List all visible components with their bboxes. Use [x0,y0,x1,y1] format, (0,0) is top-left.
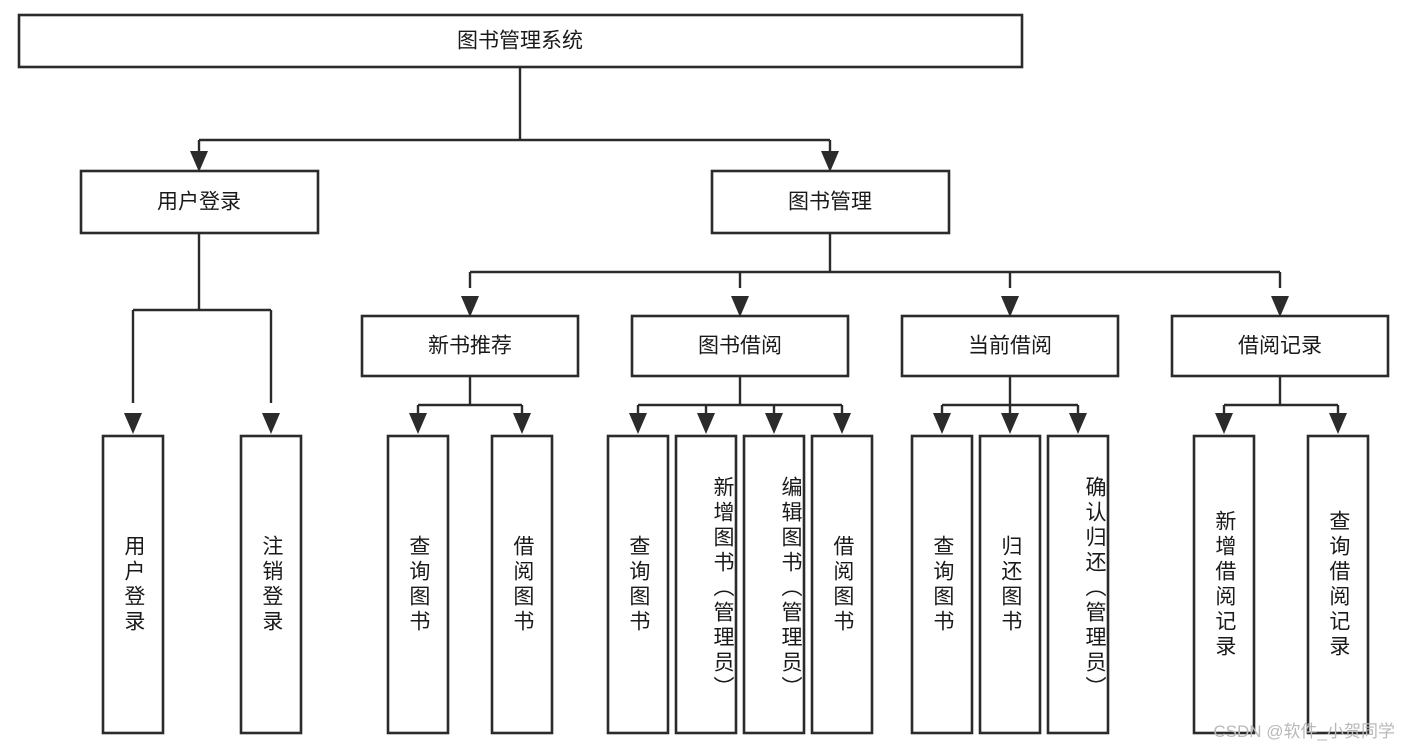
arrow-leaf-logout-login [262,413,280,434]
arrow-book-borrow [731,296,749,317]
arrow-leaf-query-book-2 [629,413,647,434]
arrow-leaf-borrow-book-1 [513,413,531,434]
node-leaf-query-book-2[interactable] [606,434,670,735]
arrow-book-management [821,151,839,172]
arrow-leaf-query-record [1329,413,1347,434]
arrow-borrow-record [1271,296,1289,317]
node-book-borrow-label: 图书借阅 [698,335,782,358]
node-book-management[interactable] [710,169,951,235]
arrow-leaf-borrow-book-2 [833,413,851,434]
node-user-login-label: 用户登录 [157,191,241,214]
node-book-borrow[interactable] [630,314,850,378]
node-leaf-user-login[interactable] [101,434,165,735]
arrow-leaf-user-login [124,413,142,434]
node-user-login[interactable] [79,169,320,235]
node-leaf-borrow-book-2[interactable] [810,434,874,735]
arrow-leaf-add-book [697,413,715,434]
node-leaf-query-record[interactable] [1306,434,1370,735]
arrow-new-book-recommend [461,296,479,317]
node-leaf-logout-login[interactable] [239,434,303,735]
node-title[interactable] [17,13,1024,69]
node-book-management-label: 图书管理 [788,191,872,214]
node-new-book-recommend-label: 新书推荐 [428,335,512,358]
watermark-text: CSDN @软件_小贺同学 [1213,722,1395,741]
node-current-borrow-label: 当前借阅 [968,335,1052,358]
node-current-borrow[interactable] [900,314,1120,378]
connector-layer [124,68,1347,434]
node-layer: 图书管理系统 用户登录 图书管理 新书推荐 图书借阅 当前借阅 借阅记录 [17,13,1390,735]
arrow-leaf-return-book [1001,413,1019,434]
node-title-label: 图书管理系统 [457,30,583,53]
node-leaf-query-book-3[interactable] [910,434,974,735]
arrow-leaf-add-record [1215,413,1233,434]
arrow-leaf-query-book-3 [933,413,951,434]
node-leaf-edit-book[interactable] [742,434,806,735]
node-borrow-record[interactable] [1170,314,1390,378]
arrow-leaf-query-book-1 [409,413,427,434]
arrow-user-login [190,151,208,172]
node-new-book-recommend[interactable] [360,314,580,378]
node-leaf-add-book[interactable] [674,434,738,735]
node-borrow-record-label: 借阅记录 [1238,335,1322,358]
arrow-leaf-edit-book [765,413,783,434]
node-leaf-query-book-1[interactable] [386,434,450,735]
node-leaf-return-book[interactable] [978,434,1042,735]
node-leaf-confirm-return[interactable] [1046,434,1110,735]
node-leaf-borrow-book-1[interactable] [490,434,554,735]
arrow-current-borrow [1001,296,1019,317]
arrow-leaf-confirm-return [1069,413,1087,434]
node-leaf-add-record[interactable] [1192,434,1256,735]
